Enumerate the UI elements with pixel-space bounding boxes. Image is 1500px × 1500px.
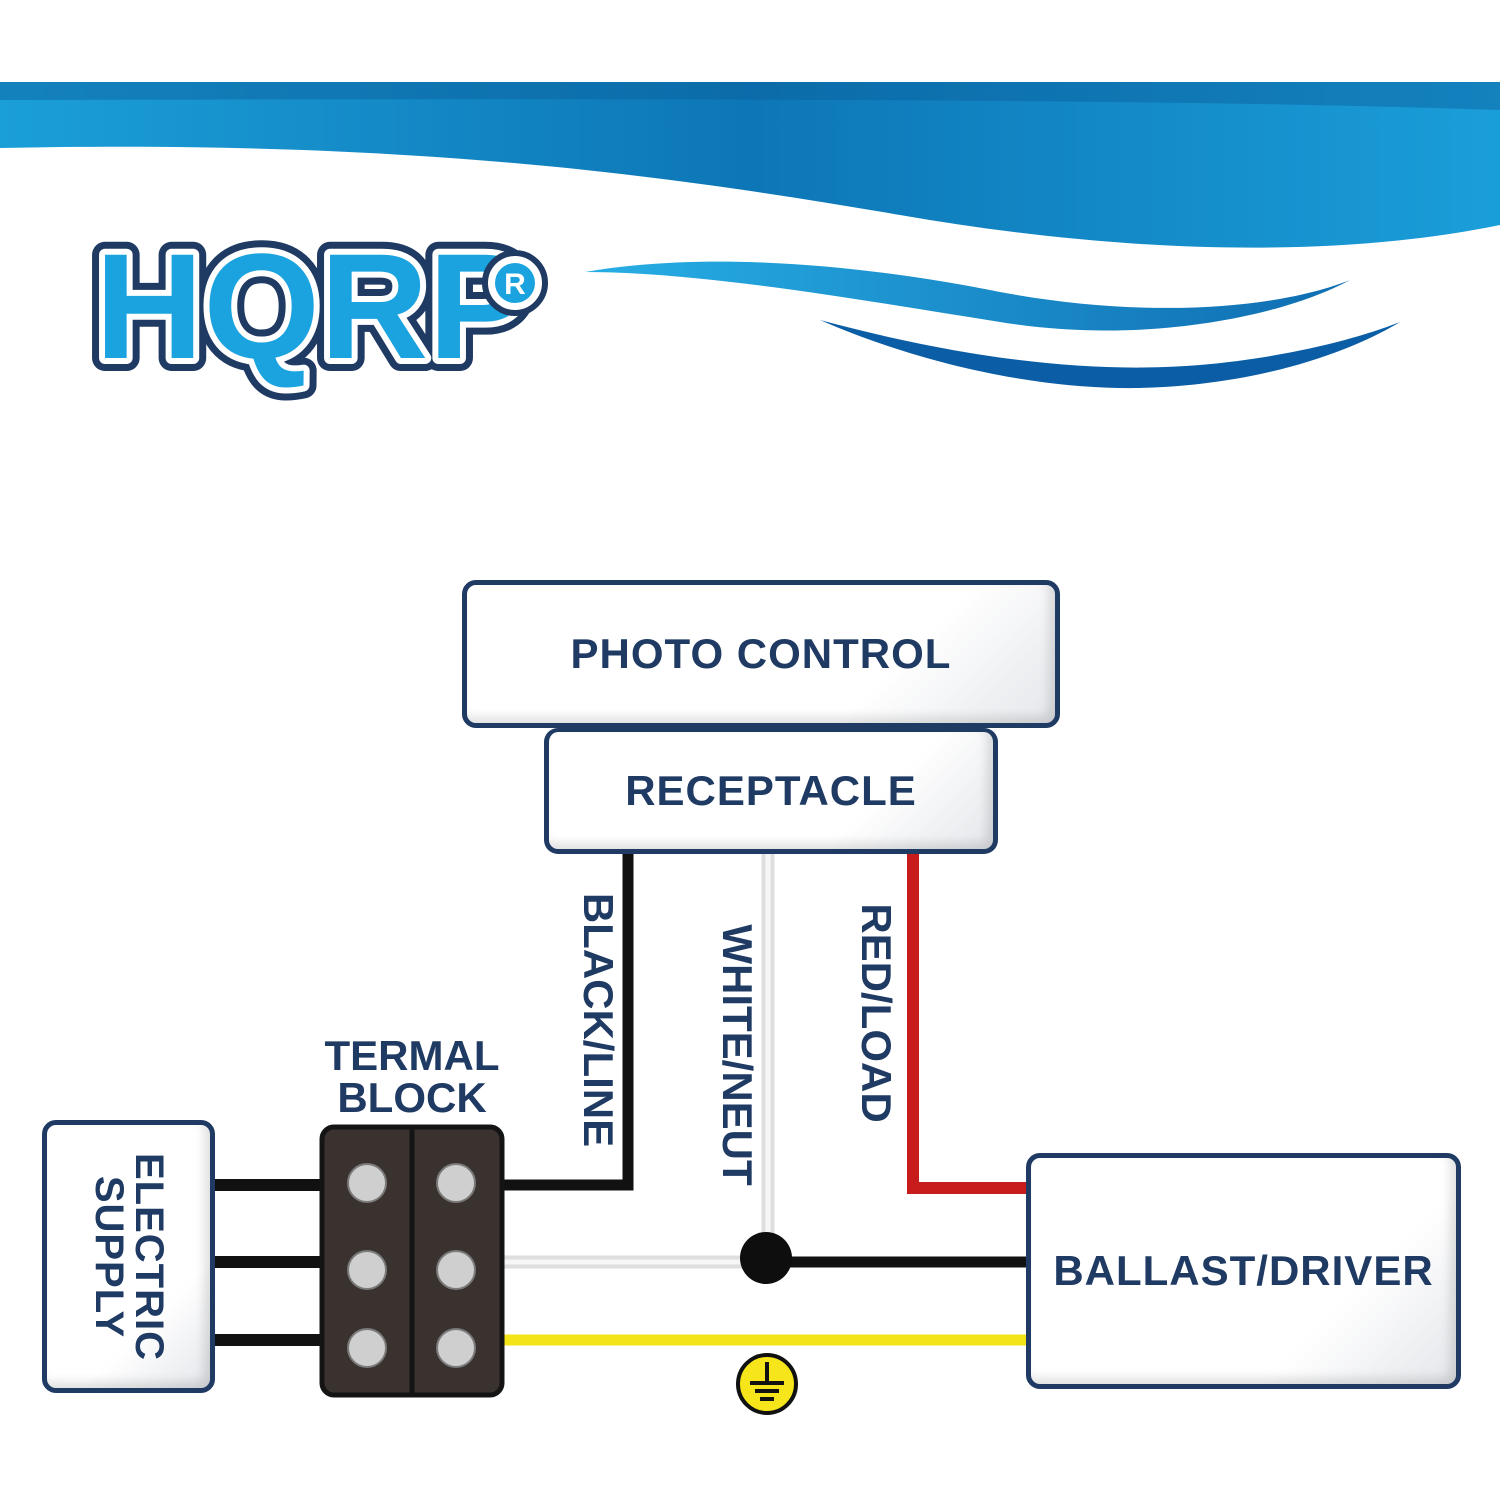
electric-supply-label: ELECTRIC SUPPLY <box>86 1152 171 1361</box>
terminal-screw <box>347 1328 387 1368</box>
terminal-screw <box>347 1250 387 1290</box>
swoosh-upper <box>585 261 1350 331</box>
black-line-label: BLACK/LINE <box>575 892 622 1148</box>
electric-supply-box: ELECTRIC SUPPLY <box>42 1120 215 1393</box>
receptacle-box: RECEPTACLE <box>544 728 998 854</box>
terminal-screw <box>436 1328 476 1368</box>
red-load-label: RED/LOAD <box>853 903 900 1123</box>
terminal-block-title-line2: BLOCK <box>337 1074 487 1121</box>
terminal-block-title-line1: TERMAL <box>324 1032 500 1079</box>
white-neutral-label: WHITE/NEUT <box>714 924 761 1186</box>
ballast-driver-label: BALLAST/DRIVER <box>1053 1247 1434 1294</box>
photo-control-label: PHOTO CONTROL <box>570 630 952 677</box>
black-line-wire <box>500 852 634 1191</box>
swoosh-lower <box>820 320 1400 389</box>
terminal-screw <box>436 1250 476 1290</box>
terminal-screw <box>347 1163 387 1203</box>
svg-text:R: R <box>504 268 526 301</box>
svg-text:HQRP: HQRP <box>95 222 528 390</box>
red-load-wire <box>907 852 1030 1194</box>
svg-text:HQRP: HQRP <box>95 222 528 390</box>
receptacle-label: RECEPTACLE <box>625 766 917 814</box>
junction-dot <box>740 1232 792 1284</box>
ballast-driver-box: BALLAST/DRIVER <box>1026 1153 1461 1389</box>
terminal-screw <box>436 1163 476 1203</box>
photo-control-box: PHOTO CONTROL <box>462 580 1060 728</box>
svg-text:HQRP: HQRP <box>95 222 528 390</box>
terminal-block-title: TERMAL BLOCK <box>300 1035 524 1119</box>
